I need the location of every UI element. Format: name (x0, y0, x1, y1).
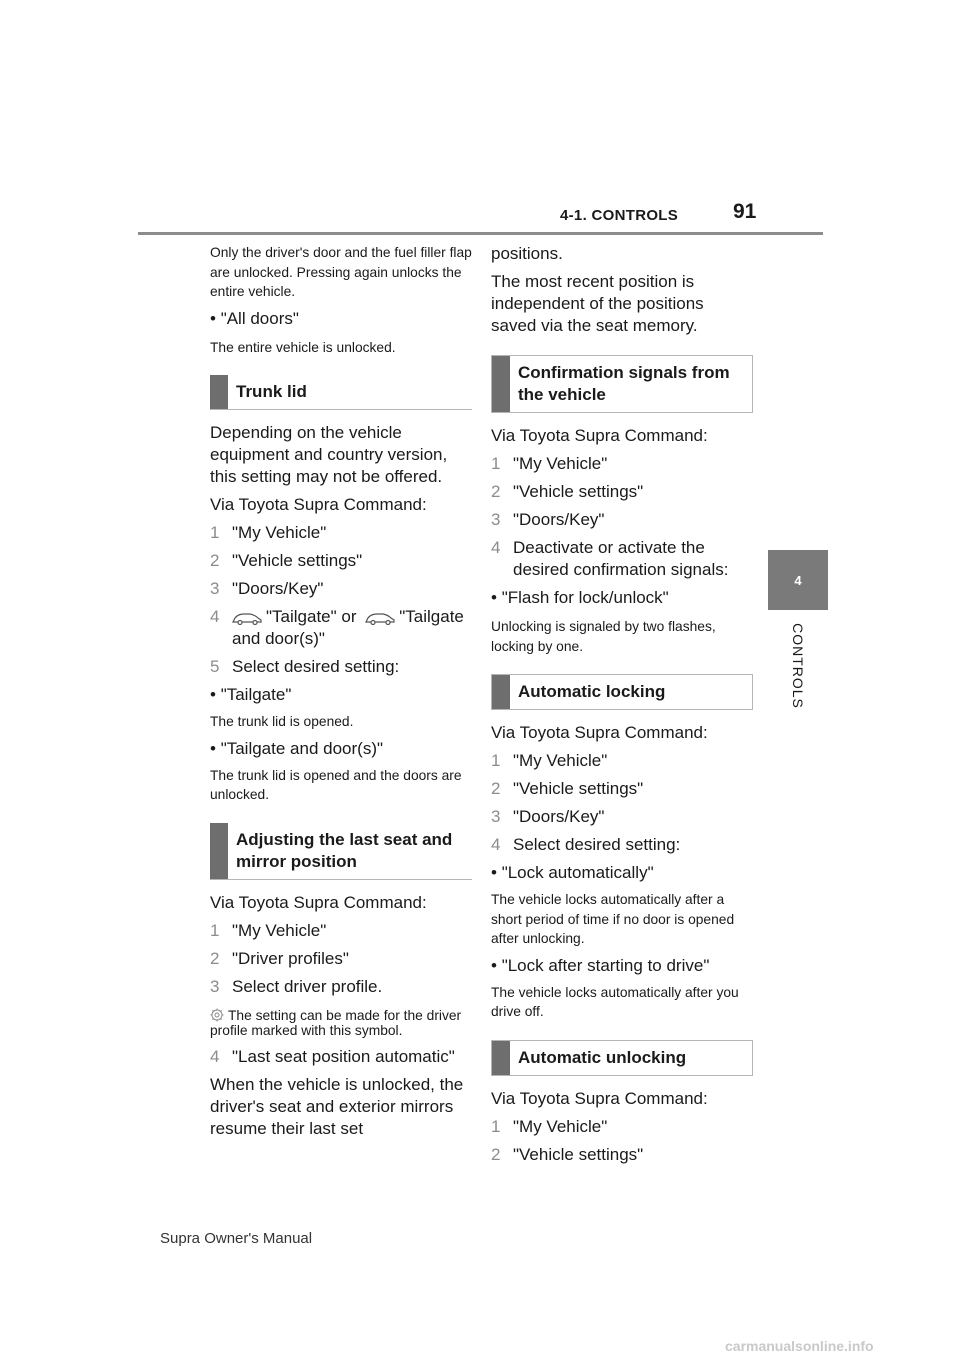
chapter-tab: 4 (768, 550, 828, 610)
heading-automatic-locking: Automatic locking (491, 674, 753, 710)
autounlock-via: Via Toyota Supra Command: (491, 1088, 708, 1108)
step-item: 1"My Vehicle" (491, 454, 608, 473)
step-item: 3"Doors/Key" (210, 579, 324, 598)
step-item: 1"My Vehicle" (210, 920, 327, 940)
profile-gear-icon (210, 1008, 224, 1021)
autolock-via: Via Toyota Supra Command: (491, 723, 708, 742)
step-item: 2"Driver profiles" (210, 948, 349, 968)
intro-text: Only the driver's door and the fuel fill… (210, 245, 472, 299)
seat-outro: When the vehicle is unlocked, the driver… (210, 1074, 464, 1138)
bullet-all-doors: "All doors" (210, 308, 472, 330)
step-item: 2"Vehicle settings" (491, 779, 644, 798)
autolock-steps: 1"My Vehicle" 2"Vehicle settings" 3"Door… (491, 750, 753, 856)
heading-confirmation-signals: Confirmation signals from the vehicle (491, 355, 753, 413)
car-icon (232, 612, 262, 625)
tailgate-desc: The trunk lid is opened. (210, 714, 354, 729)
step-item: 1"My Vehicle" (210, 523, 327, 542)
trunk-steps: 1"My Vehicle" 2"Vehicle settings" 3"Door… (210, 522, 472, 678)
step-item: 4 "Tailgate" or "Tailgate and door(s)" (210, 607, 464, 648)
confirm-steps: 1"My Vehicle" 2"Vehicle settings" 3"Door… (491, 453, 753, 581)
step-item: 1"My Vehicle" (491, 751, 608, 770)
bullet-lock-after-drive: "Lock after starting to drive" (491, 955, 753, 977)
continued-text: positions. (491, 244, 563, 263)
bullet-lock-automatically: "Lock automatically" (491, 862, 753, 884)
recent-position-text: The most recent position is independent … (491, 272, 704, 335)
all-doors-desc: The entire vehicle is unlocked. (210, 339, 396, 355)
step-item: 2"Vehicle settings" (491, 1144, 644, 1164)
lock-drive-desc: The vehicle locks automatically after yo… (491, 984, 739, 1020)
lock-auto-desc: The vehicle locks automatically after a … (491, 892, 735, 946)
step-item: 3"Doors/Key" (491, 807, 605, 826)
car-icon (365, 612, 395, 625)
bullet-tailgate-doors: "Tailgate and door(s)" (210, 738, 472, 760)
page-number: 91 (733, 200, 757, 223)
bullet-tailgate: "Tailgate" (210, 684, 472, 706)
step-item: 2"Vehicle settings" (210, 551, 363, 570)
tailgate-doors-desc: The trunk lid is opened and the doors ar… (210, 767, 462, 803)
seat-note: The setting can be made for the driver p… (210, 1007, 462, 1038)
step-item: 4"Last seat position automatic" (210, 1046, 455, 1066)
trunk-intro: Depending on the vehicle equipment and c… (210, 423, 448, 486)
step-item: 2"Vehicle settings" (491, 482, 644, 501)
heading-trunk-lid: Trunk lid (210, 375, 472, 410)
watermark: carmanualsonline.info (725, 1338, 874, 1354)
footer-manual-name: Supra Owner's Manual (160, 1230, 313, 1247)
section-title: 4-1. CONTROLS (560, 207, 679, 224)
confirm-via: Via Toyota Supra Command: (491, 426, 708, 445)
chapter-tab-label: CONTROLS (790, 623, 806, 709)
autounlock-steps: 1"My Vehicle" 2"Vehicle settings" (491, 1116, 753, 1166)
header-rule (138, 232, 823, 235)
step-item: 1"My Vehicle" (491, 1116, 608, 1136)
flash-desc: Unlocking is signaled by two flashes, lo… (491, 619, 716, 654)
trunk-via: Via Toyota Supra Command: (210, 495, 427, 514)
step-item: 3"Doors/Key" (491, 510, 605, 529)
right-column: positions. The most recent position is i… (491, 243, 753, 1172)
heading-automatic-unlocking: Automatic unlocking (491, 1039, 753, 1076)
seat-via: Via Toyota Supra Command: (210, 892, 427, 912)
bullet-flash: "Flash for lock/unlock" (491, 587, 753, 609)
left-column: Only the driver's door and the fuel fill… (210, 243, 472, 1146)
heading-seat-mirror: Adjusting the last seat and mirror posit… (210, 822, 472, 880)
